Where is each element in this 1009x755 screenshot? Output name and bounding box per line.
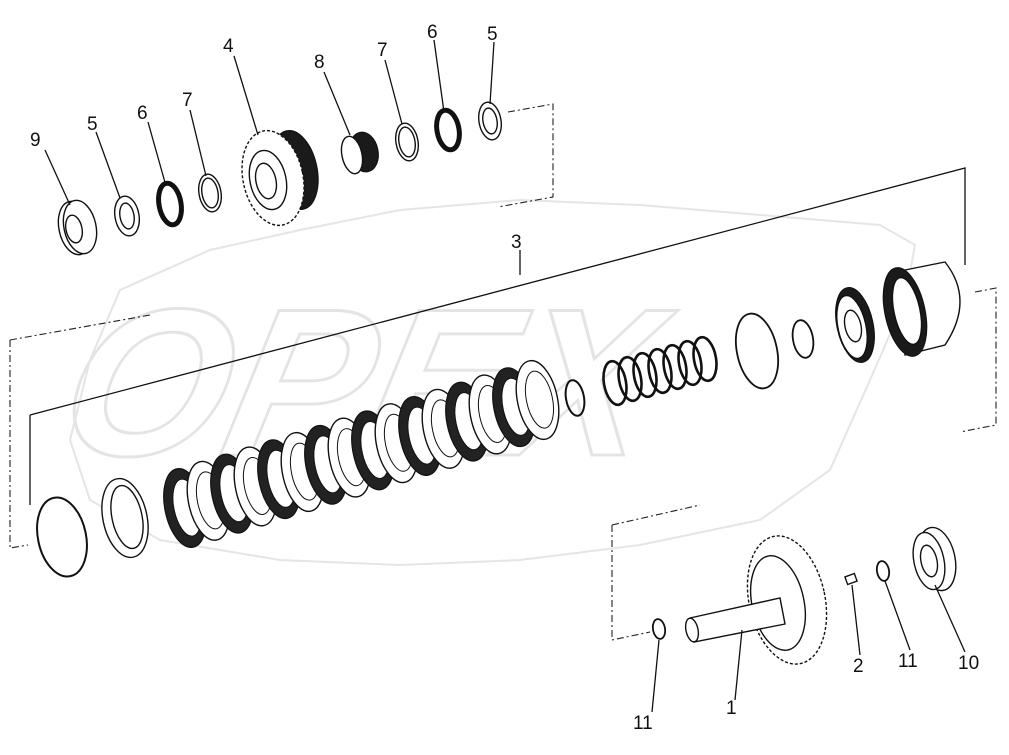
part-7-ring-left: [197, 173, 223, 213]
callout-7-right: 7: [377, 40, 388, 61]
callout-8: 8: [314, 52, 325, 73]
bracket-item-3: [29, 167, 966, 505]
part-large-o-ring: [36, 496, 88, 578]
part-10-bearing: [912, 526, 957, 592]
part-6-ring-left: [156, 180, 184, 228]
spring-coil: [617, 355, 643, 403]
callout-4: 4: [223, 36, 234, 57]
callout-2: 2: [853, 656, 864, 677]
callout-6-left: 6: [137, 103, 148, 124]
spring-coil: [677, 339, 703, 387]
callout-11-right: 11: [898, 651, 918, 672]
spring-coil: [632, 351, 658, 399]
part-5-ring-right: [477, 101, 503, 141]
part-8-needle-bearing: [340, 131, 379, 175]
leader-lines: [44, 39, 966, 713]
part-5-ring-left: [113, 195, 141, 237]
part-clutch-drum: [882, 261, 961, 357]
spring-coil: [662, 343, 688, 391]
lower-assembly-frame: [611, 504, 701, 641]
part-pressure-plate: [101, 477, 149, 559]
part-piston: [835, 287, 875, 363]
callout-11-left: 11: [633, 713, 653, 734]
part-2-key: [844, 572, 858, 586]
callout-9: 9: [30, 130, 41, 151]
callout-labels: 9 5 6 7 4 8 7 6 5 3 1 2 11 10 11: [30, 22, 979, 734]
disc-bore: [524, 370, 555, 429]
callout-6-right: 6: [427, 22, 438, 43]
part-11-ring-left: [651, 618, 667, 640]
clutch-disc-stack: [163, 359, 560, 548]
part-6-ring-right: [434, 107, 462, 153]
part-7-ring-right: [394, 122, 420, 162]
upper-assembly-frame: [497, 103, 554, 208]
part-seal-ring-large: [735, 312, 779, 390]
callout-5-right: 5: [487, 24, 498, 45]
part-9-bearing: [57, 199, 98, 256]
part-small-snap-ring: [564, 379, 586, 417]
part-11-ring-right: [875, 560, 891, 582]
part-1-shaft-gear: [684, 535, 828, 665]
callout-3: 3: [511, 232, 522, 253]
callout-1: 1: [726, 698, 737, 719]
spring-coil: [692, 335, 718, 383]
callout-10: 10: [958, 653, 979, 674]
part-seal-ring-small: [791, 319, 815, 359]
middle-assembly-frame: [9, 287, 997, 549]
spring-coil: [647, 347, 673, 395]
spring-coil: [602, 359, 628, 407]
spring-stack: [602, 335, 718, 407]
callout-7-left: 7: [182, 90, 193, 111]
part-4-gear: [241, 129, 319, 227]
callout-5-left: 5: [87, 114, 98, 135]
